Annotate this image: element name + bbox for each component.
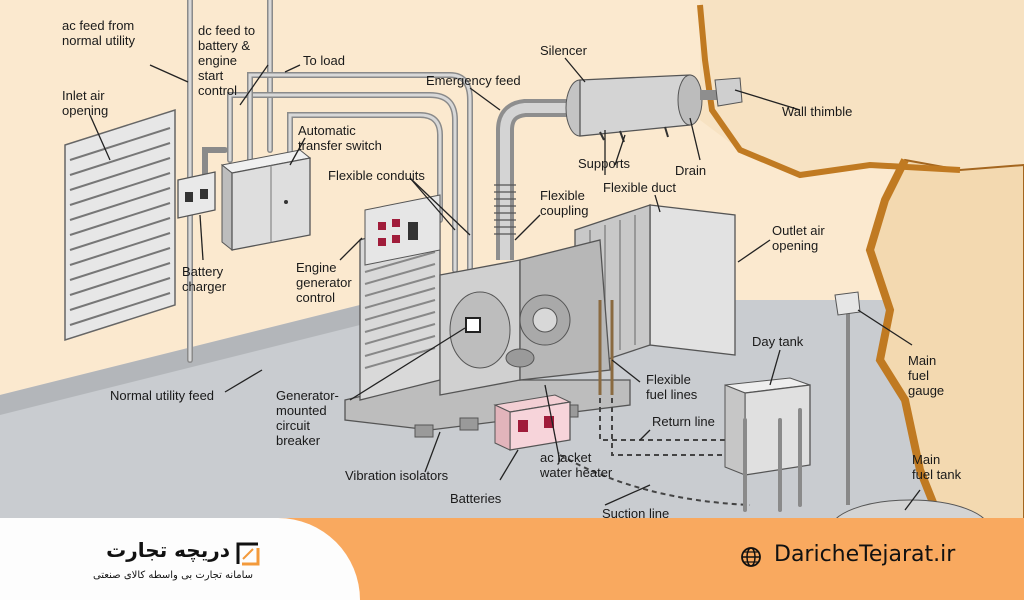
back-wall [0, 0, 1024, 175]
label-line: Engine [296, 260, 336, 275]
label-flexible-duct: Flexible duct [603, 180, 676, 195]
label-line: control [198, 83, 237, 98]
label-wall-thimble: Wall thimble [782, 104, 852, 119]
label-line: engine [198, 53, 237, 68]
label-normal-utility-feed: Normal utility feed [110, 388, 214, 403]
label-to-load: To load [303, 53, 345, 68]
label-line: dc feed to [198, 23, 255, 38]
label-line: Emergency feed [426, 73, 521, 88]
label-line: transfer switch [298, 138, 382, 153]
label-line: ac jacket [540, 450, 592, 465]
label-line: opening [772, 238, 818, 253]
label-line: Generator- [276, 388, 339, 403]
label-line: gauge [908, 383, 944, 398]
label-line: charger [182, 279, 227, 294]
label-line: mounted [276, 403, 327, 418]
label-line: coupling [540, 203, 588, 218]
label-day-tank: Day tank [752, 334, 804, 349]
label-vibration-isolators: Vibration isolators [345, 468, 449, 483]
label-line: Flexible [646, 372, 691, 387]
label-line: Main [908, 353, 936, 368]
flexible-fuel-risers [598, 300, 614, 395]
label-line: Supports [578, 156, 631, 171]
day-tank [724, 377, 811, 512]
label-line: Suction line [602, 506, 669, 520]
label-line: Return line [652, 414, 715, 429]
batteries-unit [493, 394, 572, 451]
label-line: Flexible conduits [328, 168, 425, 183]
wall-top-edge [697, 4, 961, 179]
label-suction-line: Suction line [602, 506, 669, 520]
label-line: normal utility [62, 33, 135, 48]
label-line: Inlet air [62, 88, 105, 103]
label-line: Outlet air [772, 223, 825, 238]
exhaust-system [494, 74, 743, 260]
label-line: fuel lines [646, 387, 698, 402]
label-drain: Drain [675, 163, 706, 178]
label-line: Day tank [752, 334, 804, 349]
label-line: Drain [675, 163, 706, 178]
label-emergency-feed: Emergency feed [426, 73, 521, 88]
label-line: Flexible duct [603, 180, 676, 195]
wall-break-edge [865, 158, 944, 520]
label-line: battery & [198, 38, 250, 53]
website-link[interactable]: DaricheTejarat.ir [740, 538, 1010, 572]
website-url: DaricheTejarat.ir [774, 542, 956, 567]
label-line: fuel tank [912, 467, 962, 482]
label-line: breaker [276, 433, 321, 448]
label-line: Main [912, 452, 940, 467]
brand-name: دریچه تجارت [106, 538, 230, 562]
label-line: Battery [182, 264, 224, 279]
label-line: Automatic [298, 123, 356, 138]
label-silencer: Silencer [540, 43, 588, 58]
leader-lines [89, 57, 921, 511]
transfer-switch-cabinet [220, 149, 312, 252]
footer-brand-panel: دریچه تجارت سامانه تجارت بی واسطه کالای … [0, 518, 360, 600]
label-line: Flexible [540, 188, 585, 203]
label-line: Wall thimble [782, 104, 852, 119]
globe-icon [741, 547, 761, 567]
label-line: circuit [276, 418, 310, 433]
label-line: Silencer [540, 43, 588, 58]
label-supports: Supports [578, 156, 631, 171]
label-line: ac feed from [62, 18, 134, 33]
label-line: control [296, 290, 335, 305]
label-line: water heater [539, 465, 613, 480]
label-batteries: Batteries [450, 491, 502, 506]
brand-logo-icon [236, 542, 260, 566]
battery-charger-box [177, 171, 216, 219]
brand-tagline: سامانه تجارت بی واسطه کالای صنعتی [92, 570, 254, 581]
main-fuel-tank [833, 499, 987, 520]
label-line: opening [62, 103, 108, 118]
electrical-conduits [187, 0, 473, 363]
label-line: generator [296, 275, 352, 290]
inlet-air-louver [64, 108, 176, 342]
label-line: fuel [908, 368, 929, 383]
footer-bar: دریچه تجارت سامانه تجارت بی واسطه کالای … [0, 518, 1024, 600]
label-line: Batteries [450, 491, 502, 506]
label-line: start [198, 68, 224, 83]
label-return-line: Return line [652, 414, 715, 429]
generator-set [344, 194, 631, 438]
label-flexible-conduits: Flexible conduits [328, 168, 425, 183]
label-line: To load [303, 53, 345, 68]
label-line: Normal utility feed [110, 388, 214, 403]
label-line: Vibration isolators [345, 468, 449, 483]
